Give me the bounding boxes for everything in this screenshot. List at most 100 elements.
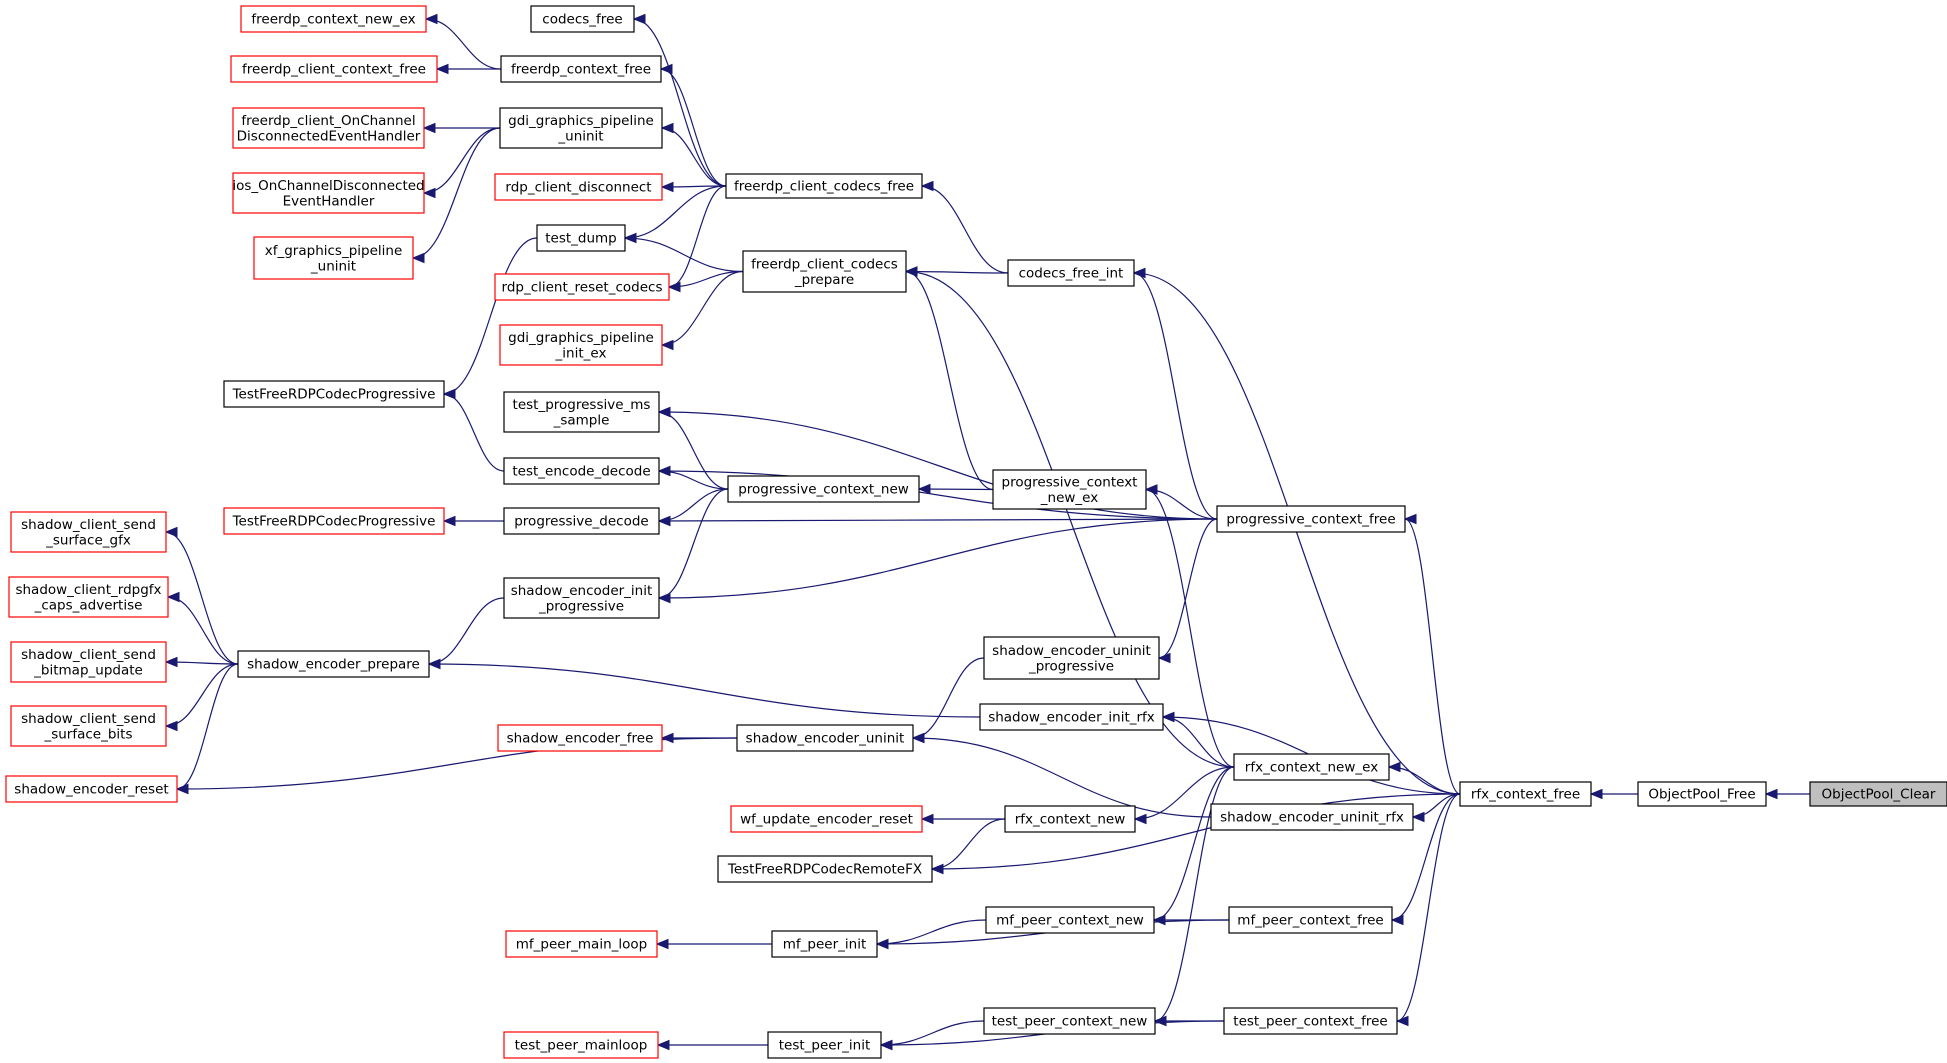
node-label: ObjectPool_Clear bbox=[1822, 787, 1936, 803]
node-shadow-encoder-init-progressive[interactable]: shadow_encoder_init_progressive bbox=[503, 577, 660, 619]
node-test-encode-decode[interactable]: test_encode_decode bbox=[503, 457, 660, 485]
node-shadow-encoder-free[interactable]: shadow_encoder_free bbox=[497, 724, 663, 752]
node-label: EventHandler bbox=[283, 193, 375, 209]
node-box bbox=[1004, 805, 1136, 833]
node-test-peer-mainloop[interactable]: test_peer_mainloop bbox=[503, 1031, 659, 1059]
node-testfreerdp-progressive-b[interactable]: TestFreeRDPCodecProgressive bbox=[223, 507, 445, 535]
node-shadow-client-send-surface-gfx[interactable]: shadow_client_send_surface_gfx bbox=[10, 511, 167, 553]
node-label: _uninit bbox=[310, 258, 356, 274]
edge-arrowhead bbox=[917, 483, 931, 495]
node-rfx-context-free[interactable]: rfx_context_free bbox=[1459, 781, 1592, 807]
node-shadow-encoder-prepare[interactable]: shadow_encoder_prepare bbox=[237, 650, 430, 678]
node-freerdp-context-free[interactable]: freerdp_context_free bbox=[500, 55, 662, 83]
node-label: _init_ex bbox=[555, 345, 607, 361]
call-edge bbox=[661, 270, 744, 346]
node-rdp-client-reset-codecs[interactable]: rdp_client_reset_codecs bbox=[494, 273, 670, 301]
node-box bbox=[499, 324, 663, 366]
node-test-peer-init[interactable]: test_peer_init bbox=[767, 1031, 882, 1059]
node-mf-peer-context-new[interactable]: mf_peer_context_new bbox=[985, 906, 1155, 934]
node-label: freerdp_client_codecs bbox=[751, 256, 898, 272]
node-shadow-encoder-uninit[interactable]: shadow_encoder_uninit bbox=[736, 724, 914, 752]
call-edge bbox=[1154, 766, 1235, 1022]
node-box bbox=[771, 930, 878, 958]
node-test-peer-context-new[interactable]: test_peer_context_new bbox=[983, 1007, 1156, 1035]
node-freerdp-client-codecs-prepare[interactable]: freerdp_client_codecs_prepare bbox=[742, 250, 907, 293]
edge-arrowhead bbox=[1144, 484, 1158, 495]
node-box bbox=[1459, 781, 1592, 807]
node-testfreerdp-progressive-a[interactable]: TestFreeRDPCodecProgressive bbox=[223, 380, 445, 408]
node-label: shadow_client_rdpgfx bbox=[15, 582, 161, 598]
node-xf-graphics-pipeline-uninit[interactable]: xf_graphics_pipeline_uninit bbox=[253, 236, 414, 280]
call-edge bbox=[905, 270, 1235, 768]
node-label: progressive_context bbox=[1002, 474, 1138, 490]
call-edge bbox=[443, 237, 538, 395]
call-edge bbox=[931, 793, 1461, 870]
edge-arrowhead bbox=[164, 526, 178, 538]
node-label: codecs_free bbox=[542, 12, 622, 28]
node-codecs-free-int[interactable]: codecs_free_int bbox=[1007, 259, 1135, 287]
node-progressive-context-new-ex[interactable]: progressive_context_new_ex bbox=[992, 469, 1147, 510]
node-shadow-client-rdpgfx-caps[interactable]: shadow_client_rdpgfx_caps_advertise bbox=[8, 576, 169, 618]
node-freerdp-client-codecs-free[interactable]: freerdp_client_codecs_free bbox=[725, 173, 923, 199]
node-shadow-encoder-init-rfx[interactable]: shadow_encoder_init_rfx bbox=[979, 703, 1164, 731]
call-edge bbox=[905, 270, 994, 491]
call-edge bbox=[668, 185, 727, 288]
node-progressive-context-new[interactable]: progressive_context_new bbox=[727, 475, 920, 503]
node-wf-update-encoder-reset[interactable]: wf_update_encoder_reset bbox=[730, 805, 923, 833]
node-box bbox=[1637, 781, 1767, 807]
call-edge bbox=[658, 470, 1218, 520]
node-mf-peer-init[interactable]: mf_peer_init bbox=[771, 930, 878, 958]
node-label: shadow_encoder_prepare bbox=[247, 657, 420, 673]
node-box bbox=[985, 906, 1155, 934]
call-edge bbox=[931, 818, 1006, 870]
node-label: freerdp_client_OnChannel bbox=[241, 113, 415, 129]
node-codecs-free[interactable]: codecs_free bbox=[530, 5, 635, 33]
node-box bbox=[223, 380, 445, 408]
edge-arrowhead bbox=[166, 591, 180, 603]
node-freerdp-client-onchannel[interactable]: freerdp_client_OnChannelDisconnectedEven… bbox=[232, 107, 425, 149]
call-edge bbox=[905, 270, 1009, 274]
node-mf-peer-context-free[interactable]: mf_peer_context_free bbox=[1228, 906, 1393, 934]
node-label: mf_peer_main_loop bbox=[516, 937, 647, 953]
node-rfx-context-new[interactable]: rfx_context_new bbox=[1004, 805, 1136, 833]
node-gdi-graphics-pipeline-uninit[interactable]: gdi_graphics_pipeline_uninit bbox=[499, 107, 663, 149]
node-freerdp-context-new-ex[interactable]: freerdp_context_new_ex bbox=[240, 5, 427, 33]
node-box bbox=[1216, 505, 1406, 533]
node-rfx-context-new-ex[interactable]: rfx_context_new_ex bbox=[1233, 753, 1390, 781]
node-freerdp-client-context-free[interactable]: freerdp_client_context_free bbox=[230, 55, 438, 83]
node-progressive-decode[interactable]: progressive_decode bbox=[503, 507, 660, 535]
node-label: mf_peer_context_free bbox=[1237, 913, 1383, 929]
node-objectpool-free[interactable]: ObjectPool_Free bbox=[1637, 781, 1767, 807]
node-shadow-encoder-uninit-rfx[interactable]: shadow_encoder_uninit_rfx bbox=[1210, 803, 1414, 831]
node-progressive-context-free[interactable]: progressive_context_free bbox=[1216, 505, 1406, 533]
node-label: _prepare bbox=[794, 272, 854, 288]
node-test-dump[interactable]: test_dump bbox=[536, 224, 626, 252]
node-box bbox=[494, 273, 670, 301]
node-mf-peer-main-loop[interactable]: mf_peer_main_loop bbox=[505, 930, 658, 958]
node-shadow-encoder-uninit-progressive[interactable]: shadow_encoder_uninit_progressive bbox=[983, 636, 1160, 680]
node-gdi-graphics-pipeline-init-ex[interactable]: gdi_graphics_pipeline_init_ex bbox=[499, 324, 663, 366]
node-shadow-encoder-reset[interactable]: shadow_encoder_reset bbox=[5, 775, 178, 803]
node-box bbox=[5, 775, 178, 803]
node-label: shadow_encoder_init_rfx bbox=[988, 710, 1155, 726]
edge-arrowhead bbox=[422, 122, 436, 134]
node-test-peer-context-free[interactable]: test_peer_context_free bbox=[1223, 1007, 1398, 1035]
node-testfreerdp-remotefx[interactable]: TestFreeRDPCodecRemoteFX bbox=[717, 855, 933, 883]
edge-arrowhead bbox=[427, 658, 441, 670]
node-shadow-client-send-surface-bits[interactable]: shadow_client_send_surface_bits bbox=[10, 705, 167, 747]
node-test-progressive-ms-sample[interactable]: test_progressive_ms_sample bbox=[503, 391, 660, 433]
node-box bbox=[232, 107, 425, 149]
node-objectpool-clear: ObjectPool_Clear bbox=[1809, 781, 1947, 807]
node-box bbox=[499, 107, 663, 149]
node-label: TestFreeRDPCodecProgressive bbox=[232, 387, 436, 403]
edge-arrowhead bbox=[879, 1039, 893, 1051]
node-label: _progressive bbox=[1028, 658, 1114, 674]
edge-arrowhead bbox=[930, 863, 944, 875]
node-label: test_peer_context_free bbox=[1233, 1014, 1387, 1030]
node-label: DisconnectedEventHandler bbox=[237, 128, 421, 144]
node-rdp-client-disconnect[interactable]: rdp_client_disconnect bbox=[494, 173, 663, 201]
node-box bbox=[10, 641, 167, 683]
node-shadow-client-send-bitmap-update[interactable]: shadow_client_send_bitmap_update bbox=[10, 641, 167, 683]
call-edge bbox=[658, 411, 1218, 520]
